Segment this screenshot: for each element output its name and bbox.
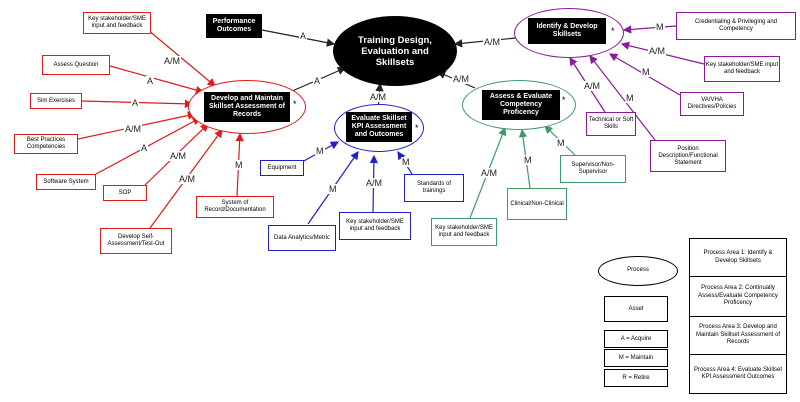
edge-label: A/M <box>648 46 667 56</box>
legend-retire: R = Retire <box>604 369 668 387</box>
asset-purple-technical-soft: Technical or Soft Skills <box>586 112 636 136</box>
asset-purple-credentialing: Credentialing & Privileging and Competen… <box>676 12 796 40</box>
edge-label: A/M <box>369 92 388 102</box>
edge-label: A/M <box>169 151 188 161</box>
identify-process-label: Identify & Develop Skillsets <box>528 18 606 44</box>
legend-process-area-1: Process Area 1: Identify & Develop Skill… <box>690 239 786 277</box>
develop-process-label: Develop and Maintain Skillset Assessment… <box>204 92 290 122</box>
asset-purple-stakeholder: Key stakeholder/SME input and feedback <box>704 56 780 82</box>
edge-label: A/M <box>583 81 602 91</box>
asset-green-stakeholder: Key stakeholder/SME input and feedback <box>431 218 497 246</box>
edge-label: A/M <box>124 124 143 134</box>
legend-process-area-3: Process Area 3: Develop and Maintain Ski… <box>690 317 786 355</box>
edge-label: A <box>146 76 155 86</box>
edge-label: A <box>299 31 308 41</box>
legend-process-area-4: Process Area 4: Evaluate Skillset KPI As… <box>693 366 783 381</box>
edge-label: M <box>523 155 533 165</box>
edge-label: A/M <box>452 74 471 84</box>
asset-blue-equipment: Equipment <box>260 160 304 176</box>
asset-blue-stakeholder: Key stakeholder/SME input and feedback <box>339 212 411 240</box>
legend-maintain: M = Maintain <box>604 349 668 367</box>
edge-label: M <box>641 67 651 77</box>
edge-performance-center <box>261 29 336 47</box>
edge-label: M <box>655 22 665 32</box>
edge-label: A <box>140 143 149 153</box>
evaluate-process-label: Evaluate Skillset KPI Assessment and Out… <box>346 112 412 142</box>
edge-label: A <box>131 98 140 108</box>
edge-label: A/M <box>178 174 197 184</box>
performance-outcomes-box: Performance Outcomes <box>206 14 262 38</box>
legend-process-label: Process <box>627 267 649 274</box>
edge-label: M <box>556 138 566 148</box>
asset-green-supervisor: Supervisor/Non-Supervisor <box>560 155 626 183</box>
asset-red-self-assessment: Develop Self-Assessment/Test-Out <box>100 228 172 254</box>
legend-acquire: A = Acquire <box>604 330 668 348</box>
edge-label: M <box>328 184 338 194</box>
asset-green-clinical: Clinical/Non-Clinical <box>507 188 567 220</box>
asset-purple-position-description: Position Description/Functional Statemen… <box>650 140 726 172</box>
assess-process-label: Assess & Evaluate Competency Proficency <box>482 90 560 120</box>
asset-red-sop: SOP <box>103 185 147 201</box>
assess-star: * <box>562 95 566 105</box>
asset-blue-standards: Standards of trainings <box>404 174 464 202</box>
legend-process-area-2: Process Area 2: Continually Assess/Evalu… <box>690 277 786 317</box>
edge-label: A/M <box>480 168 499 178</box>
asset-red-software-system: Software System <box>36 174 96 190</box>
asset-red-sim-exercises: Sim Exercises <box>30 93 82 109</box>
center-title: Training Design, Evaluation and Skillset… <box>358 34 432 68</box>
legend-process-ellipse <box>598 256 678 286</box>
asset-red-assess-question: Assess Question <box>42 55 110 75</box>
develop-star: * <box>293 99 297 109</box>
edge-label: A <box>313 76 322 86</box>
asset-blue-data-analytics: Data Analytics/Metric <box>268 225 336 251</box>
asset-red-best-practices: Best Practices Competencies <box>14 134 78 154</box>
edge-label: A/M <box>365 178 384 188</box>
evaluate-star: * <box>415 123 419 133</box>
edge-label: M <box>315 146 325 156</box>
asset-red-stakeholder: Key stakeholder/SME input and feedback <box>83 12 151 34</box>
edge-label: M <box>401 157 411 167</box>
edge-label: M <box>234 160 244 170</box>
edge-label: M <box>625 93 635 103</box>
center-ellipse <box>333 16 457 86</box>
identify-star: * <box>611 26 615 36</box>
legend-process-areas-table: Process Area 1: Identify & Develop Skill… <box>689 238 787 394</box>
legend-asset-box: Asset <box>604 296 668 322</box>
edge-label: A/M <box>163 56 182 66</box>
asset-purple-directives: VA/VHA Directives/Policies <box>680 92 744 116</box>
edge-label: A/M <box>483 37 502 47</box>
asset-red-system-of-record: System of Record/Documentation <box>196 196 274 218</box>
